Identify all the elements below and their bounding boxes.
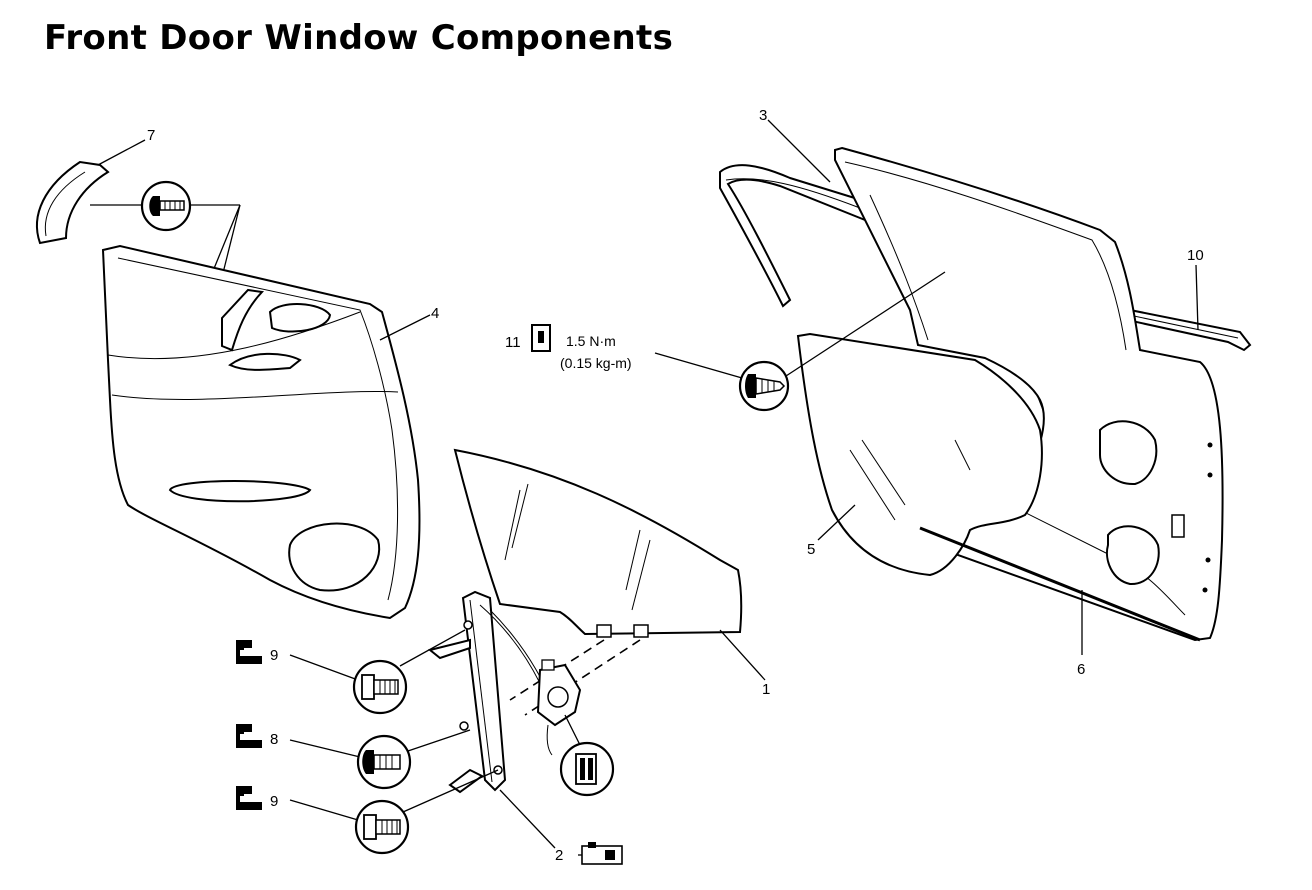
torque-wrench-icon bbox=[531, 324, 551, 352]
bolt-callout-9-bottom bbox=[289, 769, 499, 855]
torque-wrench-icon bbox=[236, 724, 262, 748]
bolt-callout-9-top bbox=[289, 629, 466, 715]
part-5-water-deflector bbox=[796, 332, 1043, 577]
label-9-top: 9 bbox=[270, 647, 278, 664]
screw-callout-11 bbox=[654, 271, 946, 412]
part-6-lower-seal bbox=[919, 526, 1201, 642]
label-6: 6 bbox=[1077, 661, 1085, 678]
part-2-window-regulator bbox=[427, 590, 561, 794]
label-10: 10 bbox=[1187, 247, 1204, 264]
connector-callout bbox=[559, 714, 615, 797]
bolt-icon bbox=[363, 814, 401, 840]
screw-icon bbox=[745, 374, 786, 398]
bolt-icon bbox=[361, 674, 399, 700]
motor-icon bbox=[536, 659, 582, 756]
part-1-window-glass bbox=[453, 448, 743, 638]
label-2: 2 bbox=[555, 847, 563, 864]
part-7-trim-cover bbox=[35, 160, 110, 245]
label-11: 11 bbox=[505, 334, 521, 351]
label-7: 7 bbox=[147, 127, 155, 144]
tool-icon bbox=[578, 842, 623, 865]
label-4: 4 bbox=[431, 305, 439, 322]
torque-wrench-icon bbox=[236, 786, 262, 810]
torque-wrench-icon bbox=[236, 640, 262, 664]
bolt-callout-8 bbox=[289, 729, 471, 790]
clip-icon bbox=[149, 196, 185, 216]
label-3: 3 bbox=[759, 107, 767, 124]
torque-nm: 1.5 N·m bbox=[566, 333, 616, 349]
label-8: 8 bbox=[270, 731, 278, 748]
part-4-door-trim-panel bbox=[101, 244, 421, 620]
diagram-title: Front Door Window Components bbox=[44, 18, 674, 58]
label-9-bottom: 9 bbox=[270, 793, 278, 810]
label-5: 5 bbox=[807, 541, 815, 558]
screw-icon bbox=[362, 750, 401, 774]
connector-icon bbox=[575, 753, 597, 785]
torque-kgm: (0.15 kg-m) bbox=[560, 355, 632, 371]
label-1: 1 bbox=[762, 681, 770, 698]
